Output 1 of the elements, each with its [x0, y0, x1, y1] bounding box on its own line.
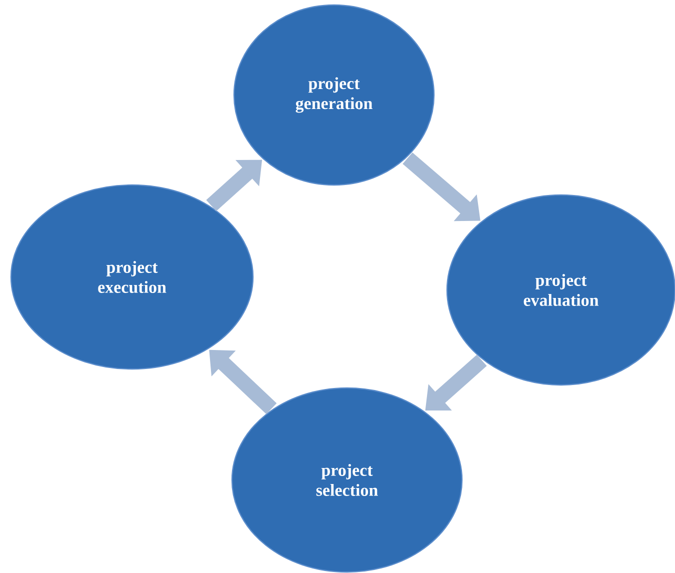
- block-arrow: [209, 350, 277, 414]
